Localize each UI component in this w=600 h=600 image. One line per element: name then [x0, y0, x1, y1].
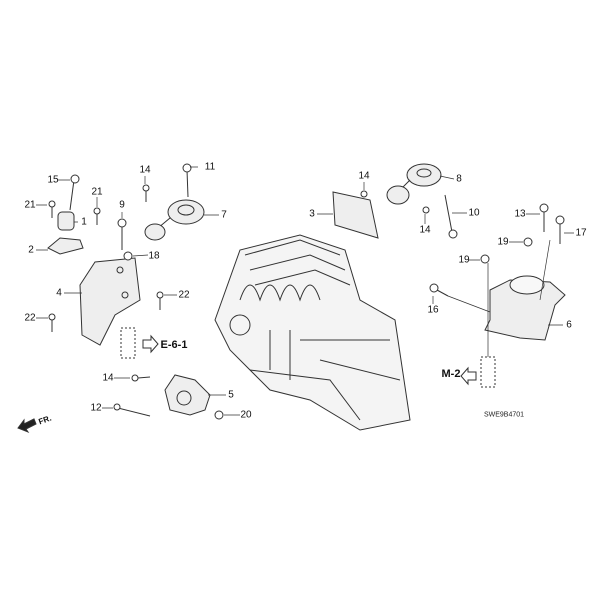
callout-19: 19 [458, 254, 470, 266]
part-10-bolt [444, 194, 458, 239]
callout-15: 15 [47, 174, 59, 186]
part-8-torque-rod [386, 163, 442, 205]
part-2-bracket [47, 237, 84, 255]
part-15-bolt [69, 174, 80, 211]
part-14-bolt-b [131, 374, 151, 382]
part-11-bolt [182, 163, 192, 198]
e61-arrow-icon [142, 334, 159, 354]
m2-arrow-icon [460, 366, 477, 386]
callout-6: 6 [566, 319, 572, 331]
callout-14: 14 [358, 170, 370, 182]
part-14-bolt-a [142, 184, 150, 202]
callout-20: 20 [240, 409, 252, 421]
part-21-bolt-a [48, 200, 56, 218]
callout-1: 1 [81, 216, 87, 228]
part-4-transmission-mount-bracket [79, 257, 141, 346]
m2-stud-box [480, 356, 496, 388]
part-17-bolt [555, 215, 565, 244]
part-1-rubber-mount [57, 211, 75, 231]
part-22-bolt-a [156, 291, 164, 310]
part-14-bolt-c [360, 190, 368, 198]
callout-8: 8 [456, 173, 462, 185]
callout-12: 12 [90, 402, 102, 414]
callout-19: 19 [497, 236, 509, 248]
e61-stud-box [120, 327, 136, 359]
callout-14: 14 [419, 224, 431, 236]
part-13-bolt [539, 203, 549, 232]
callout-13: 13 [514, 208, 526, 220]
engine-assembly [214, 234, 411, 431]
callout-22: 22 [24, 312, 36, 324]
part-6-side-mount [484, 275, 566, 341]
callout-14: 14 [139, 164, 151, 176]
part-18-nut [123, 251, 133, 261]
part-14-bolt-d [422, 206, 430, 214]
front-arrow-icon [17, 418, 37, 434]
part-7-torque-rod [144, 199, 205, 241]
callout-21: 21 [24, 199, 36, 211]
callout-21: 21 [91, 186, 103, 198]
callout-18: 18 [148, 250, 160, 262]
part-22-bolt-b [48, 313, 56, 332]
callout-10: 10 [468, 207, 480, 219]
callout-3: 3 [309, 208, 315, 220]
callout-17: 17 [575, 227, 587, 239]
callout-5: 5 [228, 389, 234, 401]
callout-4: 4 [56, 287, 62, 299]
part-3-bracket [332, 191, 379, 239]
part-9-bolt [117, 218, 127, 250]
callout-14: 14 [102, 372, 114, 384]
part-19-nut-a [523, 237, 533, 247]
diagram-code: SWE9B4701 [483, 411, 525, 419]
reference-m-2[interactable]: M-2 [441, 368, 461, 380]
part-5-lower-mount [164, 374, 211, 416]
callout-22: 22 [178, 289, 190, 301]
leader-lines [36, 166, 574, 416]
callout-16: 16 [427, 304, 439, 316]
callout-2: 2 [28, 244, 34, 256]
part-16-bolt [429, 283, 449, 297]
part-12-bolt [113, 403, 151, 417]
callout-9: 9 [119, 199, 125, 211]
callout-11: 11 [204, 161, 216, 173]
part-21-bolt-b [93, 207, 101, 225]
part-19-nut-b [480, 254, 490, 264]
callout-7: 7 [221, 209, 227, 221]
reference-e-6-1[interactable]: E-6-1 [160, 339, 188, 351]
part-20-bolt [214, 410, 224, 420]
